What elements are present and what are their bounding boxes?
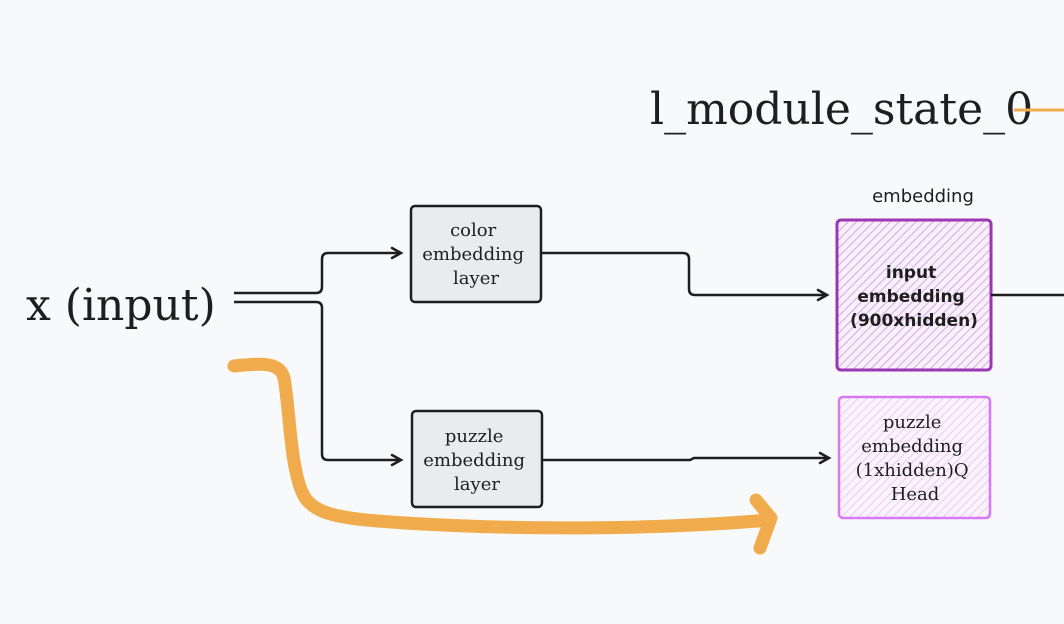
input-embedding-label: input embedding (900xhidden): [850, 263, 978, 331]
puzzle-embedding-label: puzzle embedding (1xhidden)Q Head: [856, 412, 975, 505]
input-embedding-line-2: embedding: [857, 287, 964, 307]
embedding-group-label: embedding: [872, 186, 974, 207]
arrowhead-puzzle-embedding: [818, 451, 832, 465]
puzzle-embedding-layer-line-3: layer: [454, 474, 500, 495]
puzzle-embedding-layer-label: puzzle embedding layer: [423, 426, 531, 495]
input-to-color-connector: [234, 251, 400, 295]
input-to-puzzle-connector: [234, 300, 400, 462]
puzzle-embedding-box: [837, 395, 992, 520]
color-embedding-layer-line-2: embedding: [422, 244, 524, 265]
arrowhead-color-layer: [390, 246, 404, 260]
annotation-arrow: [227, 357, 777, 535]
annotation-arrowhead: [749, 493, 778, 555]
puzzle-embedding-layer-line-2: embedding: [423, 450, 525, 471]
module-title: l_module_state_0: [650, 84, 1033, 135]
input-label: x (input): [26, 280, 216, 331]
puzzle-embedding-layer-line-1: puzzle: [445, 426, 504, 447]
color-to-input-embedding-connector: [541, 251, 826, 297]
puzzle-embedding-line-1: puzzle: [883, 412, 942, 433]
puzzle-embedding-line-3: (1xhidden)Q: [856, 460, 969, 481]
input-embedding-line-1: input: [886, 263, 936, 283]
arrowhead-puzzle-layer: [390, 453, 404, 467]
color-embedding-layer-label: color embedding layer: [422, 220, 530, 289]
arrowhead-input-embedding: [816, 288, 830, 302]
color-embedding-layer-line-3: layer: [453, 268, 499, 289]
color-embedding-layer-line-1: color: [450, 220, 497, 241]
input-embedding-line-3: (900xhidden): [850, 311, 978, 331]
puzzle-embedding-line-4: Head: [891, 484, 940, 505]
puzzle-to-puzzle-embedding-connector: [542, 456, 828, 462]
puzzle-embedding-line-2: embedding: [861, 436, 963, 457]
